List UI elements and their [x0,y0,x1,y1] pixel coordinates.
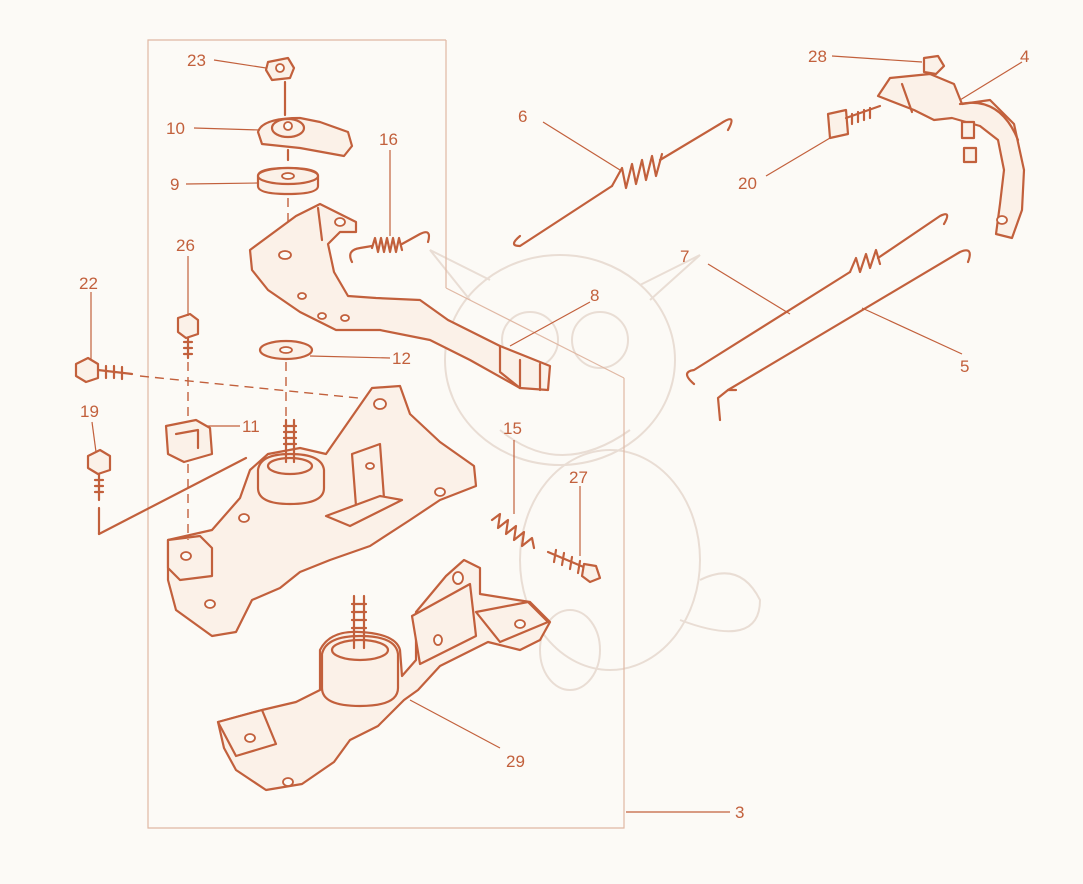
part-22-bolt[interactable] [74,356,379,401]
callout-29: 29 [506,752,525,771]
callout-11: 11 [242,417,260,436]
callout-7: 7 [680,247,689,266]
watermark-mascot [429,249,762,691]
callout-16: 16 [379,130,398,149]
callout-10: 10 [166,119,185,138]
callout-23: 23 [187,51,206,70]
part-20-screw[interactable] [826,104,882,140]
assembly-frame [147,39,625,829]
callout-3: 3 [735,803,744,822]
part-23-nut[interactable] [264,56,296,117]
part-12-washer[interactable] [258,339,314,420]
callout-8: 8 [590,286,599,305]
part-7-spring-rod[interactable] [685,213,949,386]
part-10-lever[interactable] [256,116,354,162]
part-9-washer[interactable] [256,166,320,250]
callout-20: 20 [738,174,757,193]
callout-4: 4 [1020,47,1029,66]
part-6-spring-rod[interactable] [512,118,733,248]
part-16-spring[interactable] [349,231,431,264]
part-19-bolt[interactable] [86,448,248,536]
callout-27: 27 [569,468,588,487]
callout-9: 9 [170,175,179,194]
callout-22: 22 [79,274,98,293]
callout-15: 15 [503,419,522,438]
part-5-rod[interactable] [716,249,971,422]
part-26-bolt[interactable] [176,312,200,420]
callout-6: 6 [518,107,527,126]
part-28-nut[interactable] [922,54,946,76]
part-4-bracket[interactable] [876,72,1026,240]
callout-19: 19 [80,402,99,421]
callout-labels: 23 10 9 16 26 22 19 11 12 8 6 7 5 28 4 2… [79,47,1029,822]
part-29-lower-bracket[interactable] [216,558,552,792]
part-11-clip[interactable] [164,418,214,464]
part-15-spring[interactable] [490,512,536,550]
callout-12: 12 [392,349,411,368]
part-27-screw[interactable] [546,548,602,584]
callout-28: 28 [808,47,827,66]
main-base-plate[interactable] [166,384,478,638]
leader-lines [90,55,1023,813]
assembly-frame-diagonal [445,287,625,379]
callout-26: 26 [176,236,195,255]
callout-5: 5 [960,357,969,376]
part-8-control-bracket[interactable] [248,202,552,392]
